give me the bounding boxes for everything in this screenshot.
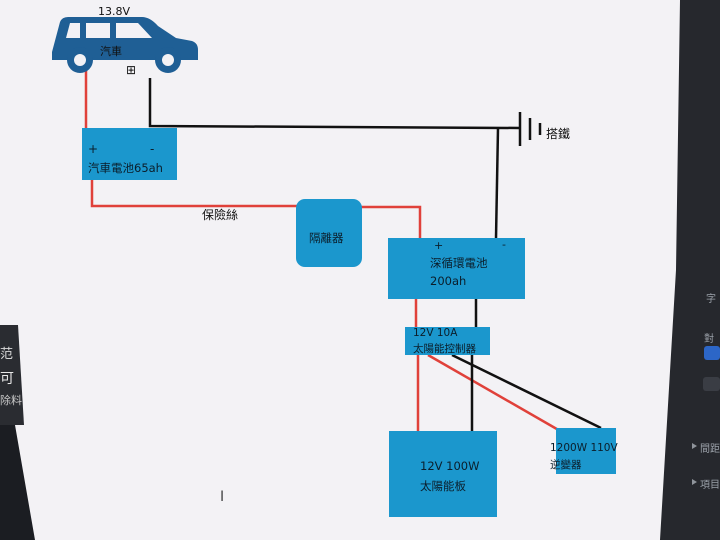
car-icon: [52, 17, 198, 73]
side-text-right-1: 字: [706, 294, 716, 305]
inverter[interactable]: 1200W 110V 逆變器: [550, 428, 618, 474]
right-panel-disclosure-2[interactable]: [692, 479, 697, 485]
right-panel-button[interactable]: [704, 346, 720, 360]
side-text-left-1: 范: [0, 347, 14, 362]
wire-controller-to-inverter-red: [427, 353, 563, 434]
left-panel: [0, 325, 24, 425]
car-battery-label: 汽車電池65ah: [88, 161, 163, 175]
car-plus-terminal: ⊞: [126, 63, 137, 77]
wire-isolator-to-deep-battery: [358, 205, 422, 238]
right-panel: [660, 0, 720, 540]
controller-label-2: 太陽能控制器: [413, 343, 476, 355]
right-panel-disclosure-1[interactable]: [692, 443, 697, 449]
deep-battery-label-1: 深循環電池: [430, 256, 488, 270]
side-text-left-3: 除料: [0, 394, 22, 407]
text-cursor-icon: I: [220, 489, 225, 505]
side-text-right-4: 項目: [700, 480, 720, 491]
car-voltage-label: 13.8V: [98, 5, 131, 18]
isolator[interactable]: 隔離器: [296, 199, 362, 267]
side-text-right-3: 間距: [700, 444, 720, 455]
controller-label-1: 12V 10A: [413, 327, 458, 339]
wire-car-ground: [148, 78, 521, 130]
solar-panel-label-2: 太陽能板: [420, 479, 466, 493]
solar-panel-label-1: 12V 100W: [420, 459, 480, 473]
inverter-label-1: 1200W 110V: [550, 442, 618, 454]
fuse-label: 保險絲: [202, 208, 239, 222]
solar-panel[interactable]: 12V 100W 太陽能板: [389, 431, 497, 517]
wire-controller-to-inverter-black: [451, 353, 602, 430]
deep-battery-label-2: 200ah: [430, 274, 467, 288]
solar-controller[interactable]: 12V 10A 太陽能控制器: [405, 327, 490, 355]
car-battery-minus: -: [150, 142, 155, 156]
ground-symbol-icon: [518, 112, 542, 146]
car-battery[interactable]: + - 汽車電池65ah: [82, 128, 177, 180]
inverter-label-2: 逆變器: [550, 459, 582, 471]
wire-battery-to-fuse: [90, 180, 298, 208]
right-panel-field[interactable]: [703, 377, 720, 391]
deep-battery-minus: -: [502, 238, 506, 251]
ground-label: 搭鐵: [546, 127, 571, 141]
side-text-left-2: 可: [0, 371, 14, 387]
isolator-label: 隔離器: [309, 231, 344, 245]
deep-cycle-battery[interactable]: + - 深循環電池 200ah: [388, 238, 525, 299]
car-battery-plus: +: [88, 142, 99, 156]
side-text-right-2: 對: [704, 334, 714, 345]
car-name-label: 汽車: [100, 45, 122, 58]
deep-battery-plus: +: [434, 239, 444, 252]
wire-ground-to-deep-battery: [494, 127, 500, 239]
